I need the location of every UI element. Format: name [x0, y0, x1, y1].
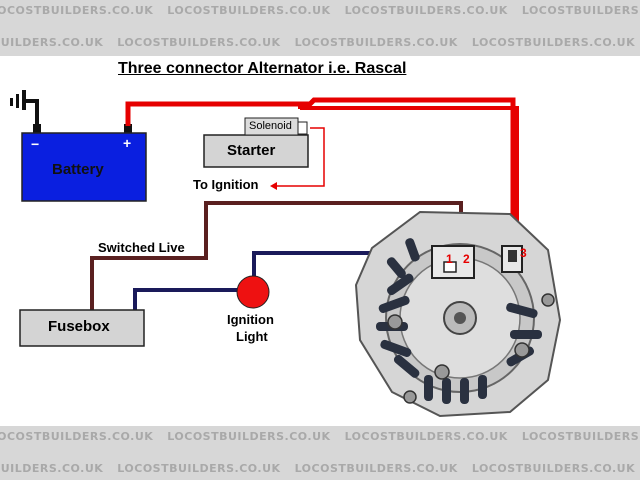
battery-neg-sign: − [31, 136, 40, 152]
diagram-title: Three connector Alternator i.e. Rascal [118, 60, 407, 77]
ignition-arrowhead [270, 182, 277, 190]
solenoid-terminal [297, 121, 308, 135]
alternator [354, 210, 562, 418]
watermark-row: LOCOSTBUILDERS.CO.UKLOCOSTBUILDERS.CO.UK… [0, 462, 636, 475]
ground-symbol [10, 90, 39, 133]
red-main-cable [125, 97, 516, 248]
red-main-cable-2 [298, 106, 519, 248]
fusebox-to-lamp-wire [133, 288, 240, 310]
ignition-light-lamp [236, 275, 270, 309]
switched-live-wire [90, 201, 463, 310]
terminal-3-label: 3 [520, 246, 527, 260]
fusebox-box [19, 309, 145, 347]
ignition-light-label-line2: Light [236, 329, 268, 344]
watermark-row: LOCOSTBUILDERS.CO.UKLOCOSTBUILDERS.CO.UK… [0, 36, 636, 49]
battery-neg-terminal [33, 124, 41, 136]
ignition-light-label-line1: Ignition [227, 312, 274, 327]
starter-box [203, 134, 309, 168]
fusebox-label: Fusebox [48, 318, 110, 335]
terminal-1-label: 1 [446, 252, 453, 266]
battery-pos-sign: + [123, 135, 132, 151]
battery-box [21, 132, 147, 202]
starter-label: Starter [227, 142, 276, 159]
battery-label: Battery [52, 161, 104, 178]
switched-live-label: Switched Live [98, 240, 185, 255]
solenoid-to-ignition-wire [276, 127, 325, 187]
terminal-2-label: 2 [463, 252, 470, 266]
to-ignition-label: To Ignition [193, 177, 259, 192]
battery-pos-terminal [124, 124, 132, 136]
solenoid-label: Solenoid [249, 120, 292, 132]
